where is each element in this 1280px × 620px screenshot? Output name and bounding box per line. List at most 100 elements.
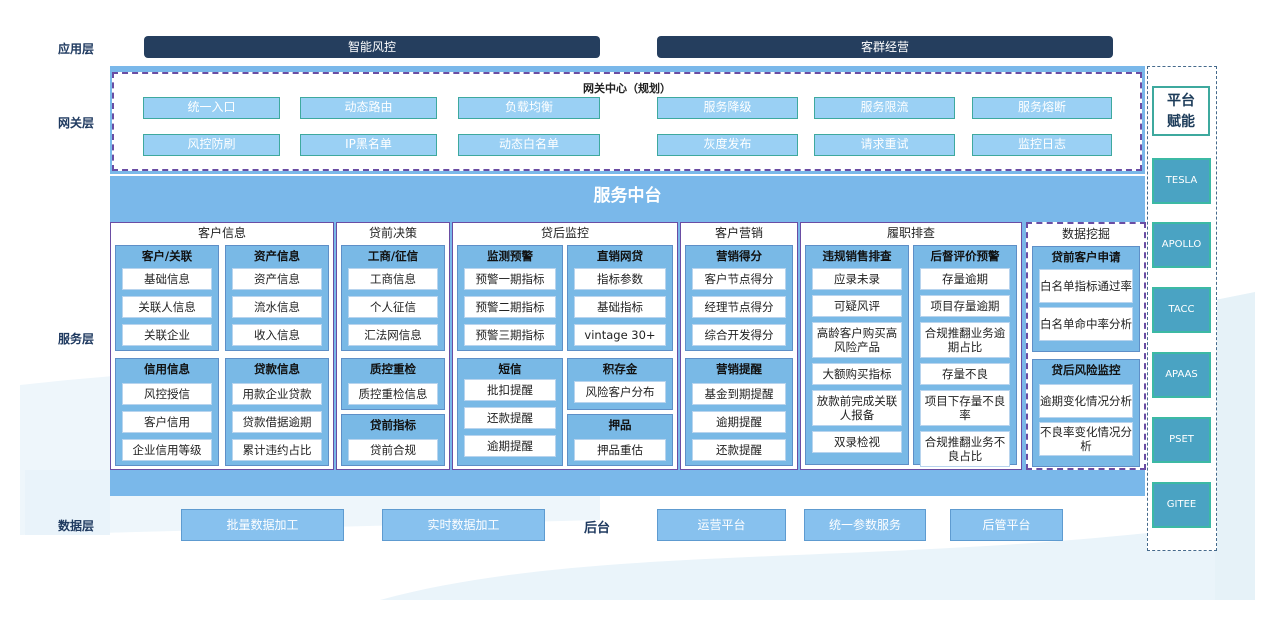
group-item: 白名单指标通过率 bbox=[1039, 269, 1133, 303]
group-item: 双录检视 bbox=[812, 431, 902, 453]
group-item: 企业信用等级 bbox=[122, 439, 212, 461]
gateway-button: 请求重试 bbox=[814, 134, 955, 156]
group-item: 不良率变化情况分析 bbox=[1039, 422, 1133, 456]
gateway-button: 服务熔断 bbox=[972, 97, 1112, 119]
group-title: 押品 bbox=[608, 418, 632, 432]
panel-2: 贷前决策工商/征信工商信息个人征信汇法网信息质控重检质控重检信息贷前指标贷前合规 bbox=[336, 222, 450, 470]
group-item: 风控授信 bbox=[122, 383, 212, 405]
group-box: 资产信息资产信息流水信息收入信息 bbox=[225, 245, 329, 351]
group-box: 信用信息风控授信客户信用企业信用等级 bbox=[115, 358, 219, 466]
panel-title: 贷后监控 bbox=[540, 226, 589, 240]
group-box: 营销提醒基金到期提醒逾期提醒还款提醒 bbox=[685, 358, 793, 466]
group-item: 预警三期指标 bbox=[464, 324, 556, 346]
layer-label-gateway: 网关层 bbox=[58, 116, 95, 130]
group-box: 营销得分客户节点得分经理节点得分综合开发得分 bbox=[685, 245, 793, 351]
group-box: 质控重检质控重检信息 bbox=[341, 358, 445, 410]
gateway-button: 服务限流 bbox=[814, 97, 955, 119]
group-box: 贷前客户申请白名单指标通过率白名单命中率分析 bbox=[1032, 246, 1140, 352]
group-item: 合规推翻业务不良占比 bbox=[920, 431, 1010, 467]
group-title: 短信 bbox=[498, 362, 522, 376]
group-title: 资产信息 bbox=[254, 249, 300, 263]
group-title: 信用信息 bbox=[144, 362, 190, 376]
group-item: 流水信息 bbox=[232, 296, 322, 318]
platform-item: TACC bbox=[1152, 287, 1211, 333]
group-item: 风险客户分布 bbox=[574, 381, 666, 403]
group-box: 贷后风险监控逾期变化情况分析不良率变化情况分析 bbox=[1032, 359, 1140, 467]
group-item: 逾期变化情况分析 bbox=[1039, 384, 1133, 418]
group-item: 客户节点得分 bbox=[692, 268, 786, 290]
platform-item: GITEE bbox=[1152, 482, 1211, 528]
group-item: 工商信息 bbox=[348, 268, 438, 290]
group-item: 应录未录 bbox=[812, 268, 902, 290]
group-box: 贷款信息用款企业贷款贷款借据逾期累计违约占比 bbox=[225, 358, 329, 466]
gateway-button: 动态白名单 bbox=[458, 134, 600, 156]
panel-5: 履职排查违规销售排查应录未录可疑风评高龄客户购买高风险产品大额购买指标放款前完成… bbox=[800, 222, 1022, 470]
group-item: 大额购买指标 bbox=[812, 363, 902, 385]
group-title: 贷款信息 bbox=[254, 362, 300, 376]
group-box: 贷前指标贷前合规 bbox=[341, 414, 445, 466]
app-bar-risk-control: 智能风控 bbox=[144, 36, 600, 58]
group-box: 积存金风险客户分布 bbox=[567, 358, 673, 410]
group-item: 用款企业贷款 bbox=[232, 383, 322, 405]
group-box: 短信批扣提醒还款提醒逾期提醒 bbox=[457, 358, 563, 466]
group-title: 后督评价预警 bbox=[930, 249, 1000, 263]
data-admin-platform: 后管平台 bbox=[950, 509, 1063, 541]
platform-item: PSET bbox=[1152, 417, 1211, 463]
group-item: 贷前合规 bbox=[348, 439, 438, 461]
data-ops-platform: 运营平台 bbox=[657, 509, 786, 541]
group-item: 个人征信 bbox=[348, 296, 438, 318]
group-item: 放款前完成关联人报备 bbox=[812, 390, 902, 426]
group-item: 逾期提醒 bbox=[692, 411, 786, 433]
group-box: 后督评价预警存量逾期项目存量逾期合规推翻业务逾期占比存量不良项目下存量不良率合规… bbox=[913, 245, 1017, 467]
group-title: 营销提醒 bbox=[716, 362, 762, 376]
group-box: 客户/关联基础信息关联人信息关联企业 bbox=[115, 245, 219, 351]
gateway-title: 网关中心（规划） bbox=[583, 82, 671, 95]
group-item: vintage 30+ bbox=[574, 324, 666, 346]
group-item: 可疑风评 bbox=[812, 295, 902, 317]
group-item: 基金到期提醒 bbox=[692, 383, 786, 405]
group-box: 工商/征信工商信息个人征信汇法网信息 bbox=[341, 245, 445, 351]
group-item: 综合开发得分 bbox=[692, 324, 786, 346]
data-realtime-processing: 实时数据加工 bbox=[382, 509, 545, 541]
panel-title: 客户信息 bbox=[197, 226, 246, 240]
gateway-button: 服务降级 bbox=[657, 97, 798, 119]
gateway-button: 统一入口 bbox=[143, 97, 280, 119]
group-item: 预警二期指标 bbox=[464, 296, 556, 318]
layer-label-service: 服务层 bbox=[58, 332, 95, 346]
group-title: 贷后风险监控 bbox=[1051, 363, 1121, 377]
group-item: 汇法网信息 bbox=[348, 324, 438, 346]
group-item: 基础指标 bbox=[574, 296, 666, 318]
service-title: 服务中台 bbox=[593, 186, 662, 206]
group-item: 押品重估 bbox=[574, 439, 666, 461]
group-box: 监测预警预警一期指标预警二期指标预警三期指标 bbox=[457, 245, 563, 351]
panel-title: 贷前决策 bbox=[368, 226, 417, 240]
gateway-center: 网关中心（规划） bbox=[112, 72, 1142, 171]
panel-6: 数据挖掘贷前客户申请白名单指标通过率白名单命中率分析贷后风险监控逾期变化情况分析… bbox=[1026, 222, 1146, 470]
data-batch-processing: 批量数据加工 bbox=[181, 509, 344, 541]
group-item: 客户信用 bbox=[122, 411, 212, 433]
group-title: 贷前客户申请 bbox=[1051, 250, 1121, 264]
group-title: 贷前指标 bbox=[370, 418, 416, 432]
group-item: 存量不良 bbox=[920, 363, 1010, 385]
platform-item: TESLA bbox=[1152, 158, 1211, 204]
data-param-service: 统一参数服务 bbox=[804, 509, 926, 541]
backend-label: 后台 bbox=[584, 521, 611, 536]
gateway-button: 灰度发布 bbox=[657, 134, 798, 156]
group-item: 质控重检信息 bbox=[348, 383, 438, 405]
panel-title: 履职排查 bbox=[886, 226, 935, 240]
gateway-button: 动态路由 bbox=[300, 97, 437, 119]
group-title: 积存金 bbox=[602, 362, 638, 376]
group-item: 关联人信息 bbox=[122, 296, 212, 318]
group-title: 工商/征信 bbox=[367, 249, 419, 263]
group-item: 项目下存量不良率 bbox=[920, 390, 1010, 426]
app-bar-customer-ops: 客群经营 bbox=[657, 36, 1113, 58]
group-item: 还款提醒 bbox=[464, 407, 556, 429]
platform-item: APOLLO bbox=[1152, 222, 1211, 268]
group-item: 收入信息 bbox=[232, 324, 322, 346]
group-title: 违规销售排查 bbox=[822, 249, 892, 263]
gateway-button: IP黑名单 bbox=[300, 134, 437, 156]
group-item: 经理节点得分 bbox=[692, 296, 786, 318]
